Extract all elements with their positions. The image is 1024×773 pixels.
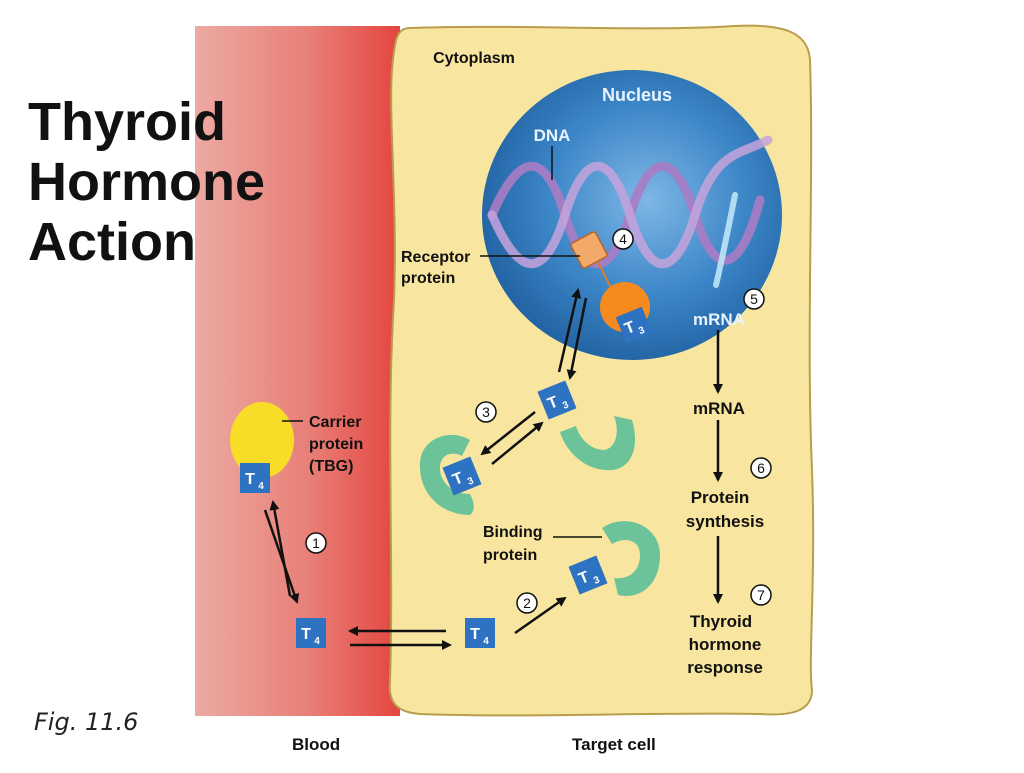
t3-left-box: T 3 <box>442 456 482 496</box>
step-7: 7 <box>750 584 772 606</box>
title-line-2: Hormone <box>28 152 266 212</box>
binding-protein-empty <box>560 416 636 471</box>
protein-label-2: synthesis <box>686 512 764 531</box>
t4-blood-box: T 4 <box>296 618 326 648</box>
dna-helix <box>487 135 773 288</box>
t3-binding-sub: 3 <box>592 574 602 586</box>
arrow-bound-to-free <box>491 421 544 465</box>
binding-protein-left <box>419 434 474 515</box>
step-6-number: 6 <box>757 460 765 476</box>
t4-cell-main: T <box>470 626 480 643</box>
protein-label-1: Protein <box>691 488 750 507</box>
receptor-tether <box>597 261 613 291</box>
t4-carrier-main: T <box>245 471 255 488</box>
carrier-label-2: protein <box>309 436 363 453</box>
arrow-nucleus-to-t3 <box>566 297 588 380</box>
response-label-1: Thyroid <box>690 612 752 631</box>
t4-blood-sub: 4 <box>314 636 320 647</box>
arrows <box>263 288 723 650</box>
t4-cell-sub: 4 <box>483 636 489 647</box>
arrow-free-to-bound <box>480 411 536 456</box>
carrier-label-3: (TBG) <box>309 458 353 475</box>
target-cell-caption: Target cell <box>572 735 656 754</box>
step-6: 6 <box>750 457 772 479</box>
t3-free-box: T 3 <box>537 380 577 420</box>
step-1-number: 1 <box>312 535 320 551</box>
step-1: 1 <box>305 532 327 554</box>
step-5: 5 <box>743 288 765 310</box>
leader-lines <box>480 146 580 257</box>
t3-left-sub: 3 <box>466 475 476 487</box>
arrow-blood-to-tbg <box>269 500 292 597</box>
title-line-1: Thyroid <box>28 92 226 152</box>
binding-label-1: Binding <box>483 524 543 541</box>
step-2-number: 2 <box>523 595 531 611</box>
arrow-tbg-to-blood <box>263 509 300 604</box>
t3-free-sub: 3 <box>561 399 571 411</box>
step-7-number: 7 <box>757 587 765 603</box>
figure-label: Fig. 11.6 <box>34 708 139 736</box>
blood-caption: Blood <box>292 735 341 754</box>
binding-protein-lower <box>602 521 660 596</box>
title-line-3: Action <box>28 212 196 272</box>
t3-binding-box: T 3 <box>568 555 608 595</box>
mrna-nucleus-label: mRNA <box>693 310 745 329</box>
dna-label: DNA <box>534 126 571 145</box>
cytoplasm-label: Cytoplasm <box>433 50 515 67</box>
step-3: 3 <box>475 401 497 423</box>
step-3-number: 3 <box>482 404 490 420</box>
carrier-protein <box>230 402 294 478</box>
mrna-cytoplasm-label: mRNA <box>693 399 745 418</box>
response-label-2: hormone <box>689 635 762 654</box>
t4-carrier-sub: 4 <box>258 481 264 492</box>
step-2: 2 <box>516 592 538 614</box>
page-title: Thyroid Hormone Action <box>28 92 288 272</box>
carrier-label-1: Carrier <box>309 414 361 431</box>
step-4: 4 <box>612 228 634 250</box>
t3-nucleus-sub: 3 <box>637 325 647 337</box>
t4-carrier-box: T 4 <box>240 463 270 493</box>
t4-blood-main: T <box>301 626 311 643</box>
receptor-label-2: protein <box>401 270 455 287</box>
receptor-label-1: Receptor <box>401 249 470 266</box>
step-4-number: 4 <box>619 231 627 247</box>
step-5-number: 5 <box>750 291 758 307</box>
t3-nucleus-box: T 3 <box>615 306 653 344</box>
response-label-3: response <box>687 658 763 677</box>
t4-cell-box: T 4 <box>465 618 495 648</box>
arrow-t4-to-t3 <box>514 596 567 635</box>
arrow-t3-to-nucleus <box>557 288 582 373</box>
nucleus-label: Nucleus <box>602 85 672 105</box>
binding-label-2: protein <box>483 547 537 564</box>
